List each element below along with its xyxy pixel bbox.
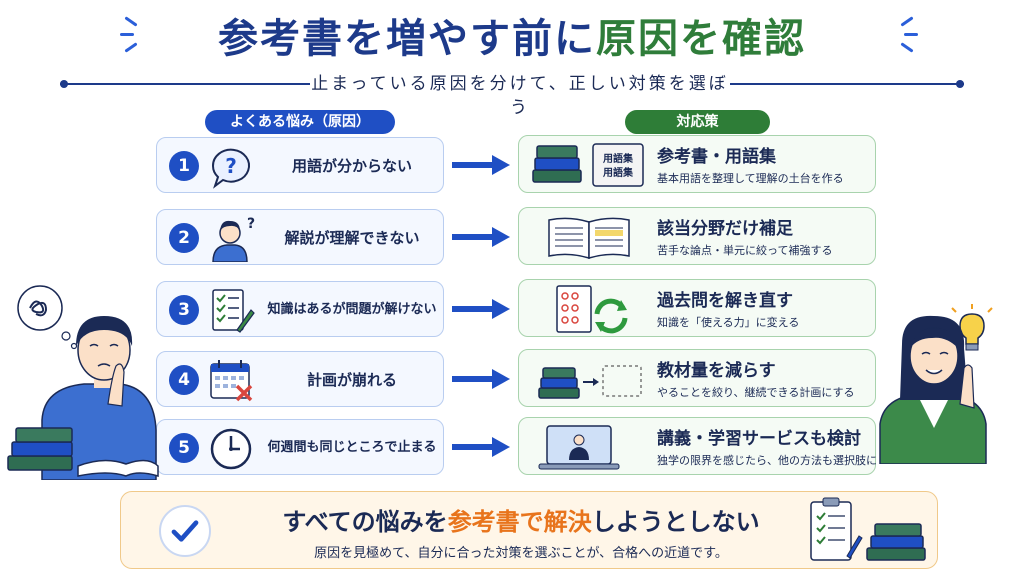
arrow-right-icon [452,227,510,247]
open-book-icon [548,217,630,260]
subtitle-bar: 止まっている原因を分けて、正しい対策を選ぼう [60,72,964,120]
solution-title: 参考書・用語集 [657,147,776,167]
question-bubble-icon: ? [211,148,250,189]
solution-desc: やることを絞り、継続できる計画にする [657,386,855,399]
number-badge: 5 [169,433,199,463]
svg-text:?: ? [225,154,237,178]
solution-title: 該当分野だけ補足 [657,219,793,239]
calendar-x-icon [210,360,253,402]
arrow-right-icon [452,299,510,319]
problem-text: 何週間も同じところで止まる [267,440,437,455]
glossary-label-1: 用語集 [602,152,634,165]
title-spark-right-icon [890,14,930,54]
clipboard-books-icon [810,497,926,561]
footer-callout: すべての悩みを参考書で解決しようとしない 原因を見極めて、自分に合った対策を選ぶ… [120,491,938,569]
footer-main-2: 参考書で解決 [447,508,592,536]
right-column-header: 対応策 [625,110,770,134]
worried-student-illustration [7,285,159,480]
page-title: 参考書を増やす前に原因を確認 [0,6,1024,64]
subtitle-dot-left [60,80,68,88]
footer-sub-message: 原因を見極めて、自分に合った対策を選ぶことが、合格への近道です。 [314,546,728,561]
number-badge: 3 [169,295,199,325]
number-badge: 2 [169,223,199,253]
books-glossary-icon: 用語集 用語集 [532,143,644,187]
solution-card-2: 該当分野だけ補足 苦手な論点・単元に絞って補強する [518,207,876,265]
problem-text: 用語が分からない [291,157,412,175]
solution-desc: 基本用語を整理して理解の土台を作る [657,172,844,185]
footer-main-message: すべての悩みを参考書で解決しようとしない [241,502,801,537]
title-spark-left-icon [120,14,160,54]
number-badge: 1 [169,151,199,181]
solution-card-1: 用語集 用語集 参考書・用語集 基本用語を整理して理解の土台を作る [518,135,876,193]
number-badge: 4 [169,365,199,395]
arrow-right-icon [452,155,510,175]
confused-person-icon: ? [212,216,255,262]
exam-retry-icon [556,285,628,334]
problem-card-2: 2 ? 解説が理解できない [156,209,444,265]
solution-card-5: 講義・学習サービスも検討 独学の限界を感じたら、他の方法も選択肢に [518,417,877,475]
solution-title: 過去問を解き直す [657,291,793,311]
glossary-label-2: 用語集 [602,166,634,179]
solution-desc: 知識を「使える力」に変える [657,316,800,329]
left-column-header: よくある悩み（原因） [205,110,395,134]
solution-desc: 苦手な論点・単元に絞って補強する [657,244,833,257]
footer-main-3: しようとしない [591,508,760,536]
laptop-lecture-icon [538,425,620,470]
checklist-pencil-icon [212,289,255,333]
confident-woman-illustration [879,304,993,464]
problem-card-4: 4 計画が崩れる [156,351,444,407]
title-part-1: 参考書を増やす前に [218,16,596,62]
solution-card-4: 教材量を減らす やることを絞り、継続できる計画にする [518,349,876,407]
title-part-2: 原因を確認 [596,16,806,62]
arrow-right-icon [452,437,510,457]
problem-text: 知識はあるが問題が解けない [267,302,437,317]
clock-icon [210,428,252,470]
problem-card-1: 1 ? 用語が分からない [156,137,444,193]
reduce-books-icon [538,365,642,399]
arrow-right-icon [452,369,510,389]
footer-main-1: すべての悩みを [282,508,448,536]
check-icon [159,505,211,557]
problem-card-5: 5 何週間も同じところで止まる [156,419,444,475]
solution-title: 教材量を減らす [657,361,776,381]
subtitle-dot-right [956,80,964,88]
solution-card-3: 過去問を解き直す 知識を「使える力」に変える [518,279,876,337]
svg-text:?: ? [247,216,255,232]
problem-text: 計画が崩れる [306,371,397,389]
problem-card-3: 3 知識はあるが問題が解けない [156,281,444,337]
solution-desc: 独学の限界を感じたら、他の方法も選択肢に [657,454,877,467]
solution-title: 講義・学習サービスも検討 [657,429,861,449]
problem-text: 解説が理解できない [284,229,420,247]
